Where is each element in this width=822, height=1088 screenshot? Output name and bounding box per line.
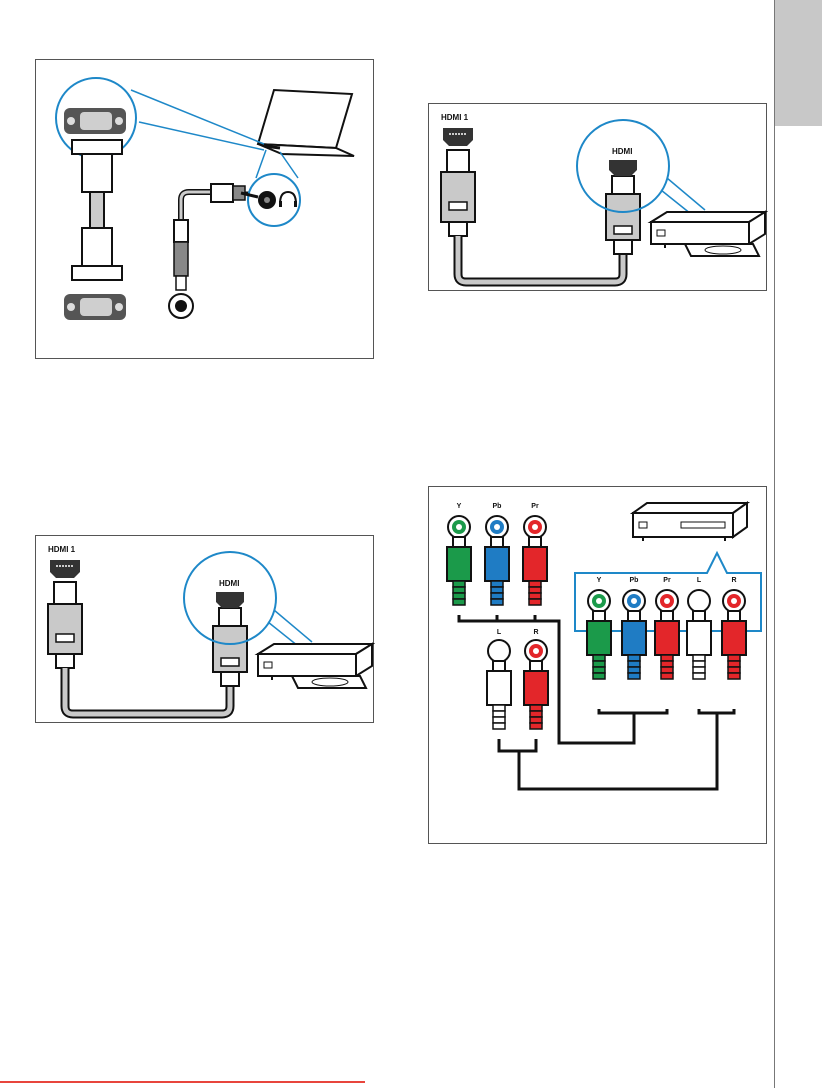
tv-y-label: Y (457, 503, 462, 510)
hdmi-connection-diagram-1: HDMI 1 HDMI (428, 103, 767, 291)
rca-plug-tv-pr (523, 516, 547, 605)
tv-hdmi-port-icon (443, 128, 473, 146)
tv-hdmi-label: HDMI 1 (441, 113, 469, 122)
rca-plug-device-pb (622, 590, 646, 679)
footer-rule (0, 1081, 365, 1083)
disc-player-icon (258, 644, 372, 688)
rca-plug-device-l (687, 590, 711, 679)
vga-port-pc-icon (64, 294, 126, 320)
margin-rule (774, 0, 775, 1088)
pc-connection-diagram (35, 59, 374, 359)
vga-cable (72, 140, 122, 280)
component-connection-diagram: Y Pb Pr L R Y Pb Pr L R (428, 486, 767, 844)
device-pb-label: Pb (630, 577, 639, 584)
rca-plug-tv-pb (485, 516, 509, 605)
rca-plug-tv-l (487, 640, 511, 729)
tv-pb-label: Pb (493, 503, 502, 510)
hdmi-connection-diagram-2: HDMI 1 HDMI (35, 535, 374, 723)
language-tab (774, 0, 822, 126)
pc-connection-svg (36, 60, 375, 360)
headphone-callout (241, 150, 300, 226)
device-y-label: Y (597, 577, 602, 584)
rca-plug-device-pr (655, 590, 679, 679)
tv-pr-label: Pr (531, 503, 539, 510)
device-l-label: L (697, 577, 702, 584)
device-hdmi-label: HDMI (219, 579, 239, 588)
set-top-box-icon (633, 503, 747, 541)
device-hdmi-label: HDMI (612, 147, 632, 156)
hdmi-diagram-svg-1: HDMI 1 HDMI (429, 104, 768, 292)
rca-plug-device-y (587, 590, 611, 679)
device-pr-label: Pr (663, 577, 671, 584)
tv-l-label: L (497, 629, 502, 636)
rca-plug-tv-y (447, 516, 471, 605)
tv-r-label: R (533, 629, 538, 636)
tv-hdmi-label: HDMI 1 (48, 545, 76, 554)
hdmi-diagram-svg-2: HDMI 1 HDMI (36, 536, 375, 724)
vga-port-icon (64, 108, 126, 134)
rca-plug-tv-r (524, 640, 548, 729)
laptop-icon (258, 90, 354, 156)
tv-hdmi-port-icon (50, 560, 80, 578)
rca-plug-device-r (722, 590, 746, 679)
device-r-label: R (731, 577, 736, 584)
component-diagram-svg: Y Pb Pr L R Y Pb Pr L R (429, 487, 768, 845)
disc-player-icon (651, 212, 765, 256)
